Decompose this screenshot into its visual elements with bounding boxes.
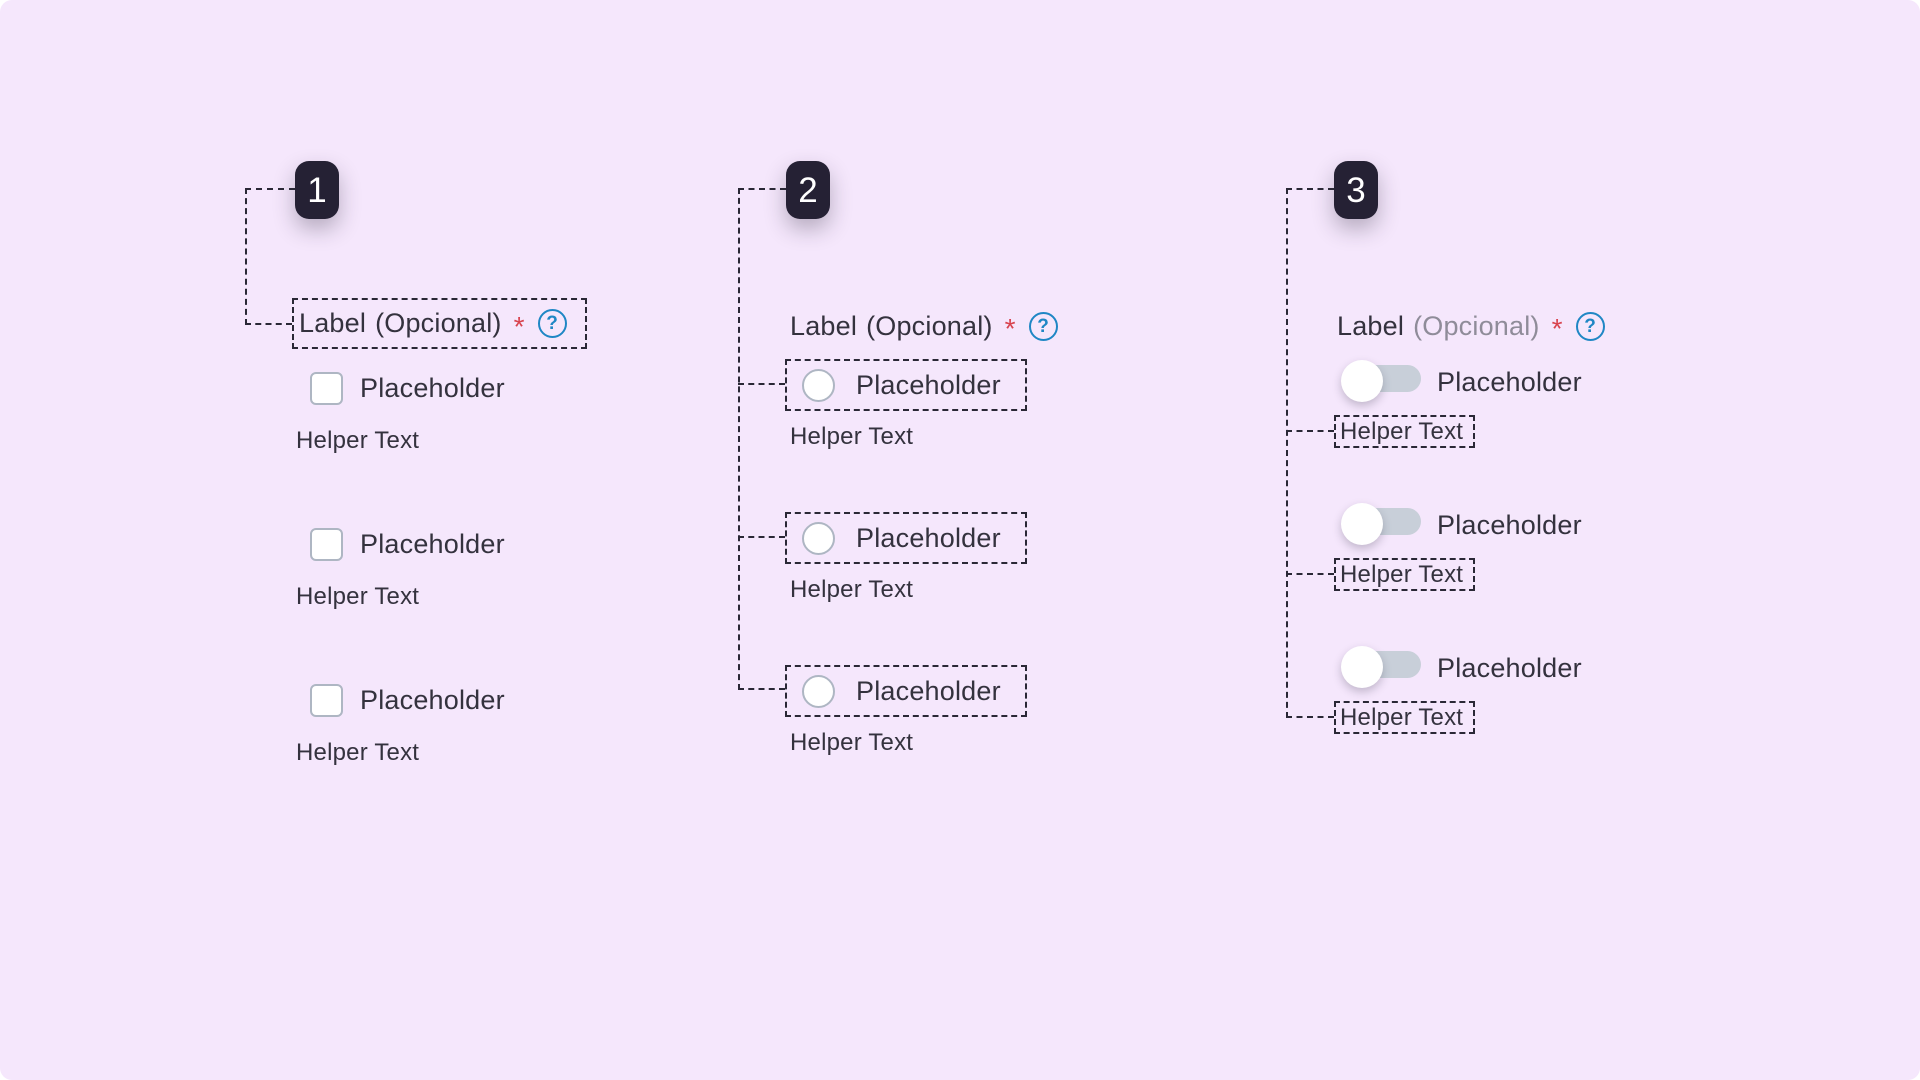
radio-input[interactable] bbox=[802, 674, 835, 708]
helper-text: Helper Text bbox=[296, 583, 420, 610]
help-icon[interactable]: ? bbox=[537, 309, 567, 338]
connector-line bbox=[738, 188, 740, 690]
optional-label: (Opcional) bbox=[375, 308, 502, 338]
placeholder-label: Placeholder bbox=[856, 522, 1001, 553]
helper-text: Helper Text bbox=[790, 576, 914, 603]
step-badge-2: 2 bbox=[786, 161, 830, 219]
field-label: Label bbox=[1337, 310, 1405, 341]
connector-line bbox=[1286, 573, 1334, 575]
step-number: 1 bbox=[307, 170, 327, 210]
help-icon[interactable]: ? bbox=[1575, 311, 1605, 341]
connector-line bbox=[245, 323, 292, 325]
helper-text: Helper Text bbox=[296, 427, 420, 454]
connector-line bbox=[1286, 188, 1288, 718]
placeholder-annotation-box: Placeholder bbox=[785, 665, 1027, 717]
label-row: Label (Opcional) * ? bbox=[1337, 310, 1605, 344]
radio-input[interactable] bbox=[802, 368, 835, 402]
placeholder-label: Placeholder bbox=[856, 369, 1001, 400]
helper-text: Helper Text bbox=[790, 423, 914, 450]
placeholder-label: Placeholder bbox=[1437, 367, 1582, 397]
placeholder-label: Placeholder bbox=[856, 675, 1001, 706]
connector-line bbox=[738, 536, 785, 538]
question-mark-glyph: ? bbox=[1037, 315, 1049, 337]
checkbox-input[interactable] bbox=[310, 372, 343, 405]
toggle-knob[interactable] bbox=[1341, 646, 1383, 688]
question-mark-glyph: ? bbox=[1584, 315, 1596, 337]
helper-annotation-box: Helper Text bbox=[1334, 558, 1475, 591]
label-annotation-box: Label (Opcional) * ? bbox=[292, 298, 587, 349]
connector-line bbox=[245, 188, 247, 325]
toggle-knob[interactable] bbox=[1341, 503, 1383, 545]
label-row: Label (Opcional) * ? bbox=[790, 310, 1058, 344]
toggle-knob[interactable] bbox=[1341, 360, 1383, 402]
connector-line bbox=[1286, 188, 1334, 190]
help-icon[interactable]: ? bbox=[1028, 311, 1058, 341]
connector-line bbox=[1286, 430, 1334, 432]
step-badge-3: 3 bbox=[1334, 161, 1378, 219]
field-label: Label bbox=[299, 308, 367, 338]
optional-label: (Opcional) bbox=[1413, 310, 1540, 341]
connector-line bbox=[245, 188, 295, 190]
checkbox-input[interactable] bbox=[310, 528, 343, 561]
required-asterisk: * bbox=[1551, 313, 1563, 344]
placeholder-annotation-box: Placeholder bbox=[785, 359, 1027, 411]
helper-text: Helper Text bbox=[1340, 704, 1464, 731]
helper-annotation-box: Helper Text bbox=[1334, 701, 1475, 734]
placeholder-annotation-box: Placeholder bbox=[785, 512, 1027, 564]
connector-line bbox=[738, 688, 785, 690]
connector-line bbox=[1286, 716, 1334, 718]
step-badge-1: 1 bbox=[295, 161, 339, 219]
connector-line bbox=[738, 383, 785, 385]
placeholder-label: Placeholder bbox=[1437, 510, 1582, 540]
step-number: 3 bbox=[1346, 170, 1366, 210]
helper-text: Helper Text bbox=[1340, 561, 1464, 588]
step-number: 2 bbox=[798, 170, 818, 210]
helper-text: Helper Text bbox=[1340, 418, 1464, 445]
required-asterisk: * bbox=[1004, 313, 1016, 344]
helper-text: Helper Text bbox=[296, 739, 420, 766]
helper-text: Helper Text bbox=[790, 729, 914, 756]
field-label: Label bbox=[790, 310, 858, 341]
required-asterisk: * bbox=[513, 310, 525, 342]
placeholder-label: Placeholder bbox=[360, 373, 505, 403]
placeholder-label: Placeholder bbox=[1437, 653, 1582, 683]
placeholder-label: Placeholder bbox=[360, 685, 505, 715]
radio-input[interactable] bbox=[802, 521, 835, 555]
optional-label: (Opcional) bbox=[866, 310, 993, 341]
helper-annotation-box: Helper Text bbox=[1334, 415, 1475, 448]
checkbox-input[interactable] bbox=[310, 684, 343, 717]
placeholder-label: Placeholder bbox=[360, 529, 505, 559]
connector-line bbox=[738, 188, 786, 190]
question-mark-glyph: ? bbox=[546, 313, 558, 334]
